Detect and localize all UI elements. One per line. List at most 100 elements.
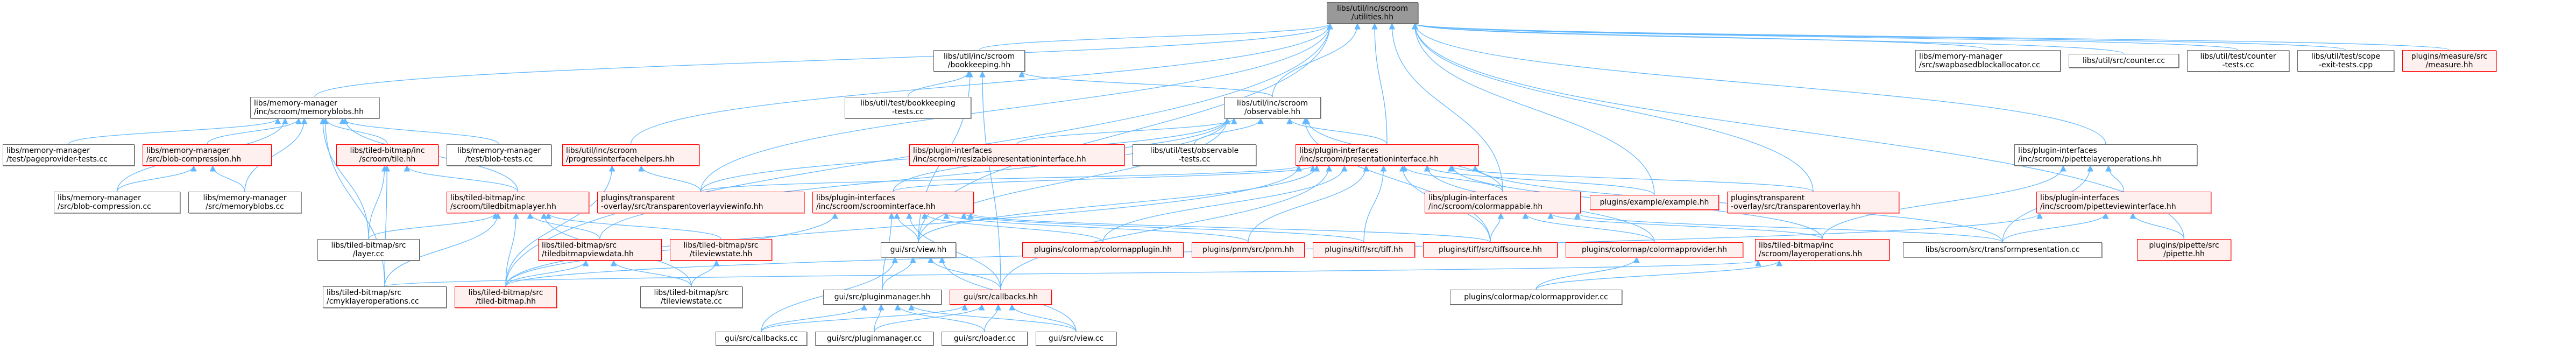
- node-blob-compression-hh[interactable]: libs/memory-manager/src/blob-compression…: [143, 144, 272, 166]
- edge-transformpresentation-to-pipetteviewinterface: [2002, 212, 2109, 243]
- edge-colormappable-to-utilities: [1389, 23, 1503, 192]
- node-pluginmanager-cc[interactable]: gui/src/pluginmanager.cc: [815, 332, 933, 346]
- edge-tbviewdata-to-tiledbitmaplayer: [527, 212, 600, 240]
- edge-tiff-to-scroominterface: [960, 212, 1364, 243]
- node-progresshelpers[interactable]: libs/util/inc/scroom/progressinterfacehe…: [562, 144, 699, 166]
- edge-colormappable-to-presentationinterface: [1401, 165, 1503, 192]
- edge-loader-cc-to-pluginmanager-hh: [894, 304, 985, 332]
- edge-view-hh-to-presentationinterface: [918, 165, 1320, 243]
- node-observable-tests[interactable]: libs/util/test/observable-tests.cc: [1133, 144, 1256, 166]
- edge-bookkeeping-to-utilities: [979, 23, 1333, 51]
- edge-observable-to-bookkeeping: [1018, 71, 1273, 97]
- edge-layeroperations-to-pipettelayerops: [1822, 165, 2067, 240]
- node-tiff[interactable]: plugins/tiff/src/tiff.hh: [1313, 242, 1415, 257]
- node-tile-hh[interactable]: libs/tiled-bitmap/inc/scroom/tile.hh: [336, 144, 438, 166]
- node-counter-tests[interactable]: libs/util/test/counter-tests.cc: [2187, 50, 2289, 72]
- node-bookkeeping[interactable]: libs/util/inc/scroom/bookkeeping.hh: [933, 50, 1025, 72]
- node-colormapprovider-hh[interactable]: plugins/colormap/colormapprovider.hh: [1566, 242, 1743, 257]
- node-view-cc[interactable]: gui/src/view.cc: [1036, 332, 1116, 346]
- edge-tiled-bitmap-hh-to-progresshelpers: [505, 165, 615, 287]
- node-pipette[interactable]: plugins/pipette/src/pipette.hh: [2137, 239, 2231, 261]
- edge-cmyklayerops-to-tiledbitmaplayer: [384, 212, 501, 287]
- edge-cmyklayerops-to-memoryblobs: [322, 117, 385, 287]
- node-layeroperations[interactable]: libs/tiled-bitmap/inc/scroom/layeroperat…: [1755, 239, 1889, 261]
- edge-cmyklayerops-to-tile-hh: [384, 165, 391, 287]
- node-scroominterface[interactable]: libs/plugin-interfaces/inc/scroom/scroom…: [812, 192, 974, 213]
- edge-colormapplugin-to-presentationinterface: [1102, 165, 1348, 243]
- node-utilities[interactable]: libs/util/inc/scroom/utilities.hh: [1327, 2, 1418, 24]
- edge-pluginmanager-hh-to-view-hh: [882, 256, 916, 290]
- edge-transparentoverlay-to-utilities: [1412, 23, 1814, 192]
- edge-tovviewinfo-to-utilities: [700, 23, 1333, 192]
- node-pluginmanager-hh[interactable]: gui/src/pluginmanager.hh: [823, 290, 942, 305]
- node-bookkeeping-tests[interactable]: libs/util/test/bookkeeping-tests.cc: [845, 97, 971, 118]
- node-pipetteviewinterface[interactable]: libs/plugin-interfaces/inc/scroom/pipett…: [2036, 192, 2211, 213]
- edge-tiffsource-to-scroominterface: [967, 212, 1491, 243]
- node-view-hh[interactable]: gui/src/view.hh: [881, 242, 956, 257]
- node-tiledbitmaplayer[interactable]: libs/tiled-bitmap/inc/scroom/tiledbitmap…: [447, 192, 589, 213]
- node-callbacks-cc[interactable]: gui/src/callbacks.cc: [716, 332, 807, 346]
- node-colormapplugin[interactable]: plugins/colormap/colormapplugin.hh: [1022, 242, 1184, 257]
- edge-cmyklayerops-to-layeroperations: [384, 259, 1761, 287]
- node-tiffsource[interactable]: plugins/tiff/src/tiffsource.hh: [1423, 242, 1558, 257]
- node-blob-tests[interactable]: libs/memory-manager/test/blob-tests.cc: [447, 144, 551, 166]
- node-transparentoverlay[interactable]: plugins/transparent-overlay/src/transpar…: [1727, 192, 1899, 213]
- edge-presentationinterface-to-utilities: [1371, 23, 1388, 145]
- edge-counter-tests-to-utilities: [1412, 23, 2239, 51]
- edge-colormapplugin-to-scroominterface: [921, 212, 1103, 243]
- edge-tovviewinfo-to-progresshelpers: [638, 165, 702, 192]
- edge-transparentoverlay-to-presentationinterface: [1448, 165, 1814, 192]
- node-callbacks-hh[interactable]: gui/src/callbacks.hh: [950, 290, 1052, 305]
- node-memoryblobs[interactable]: libs/memory-manager/inc/scroom/memoryblo…: [250, 97, 379, 118]
- node-pipettelayerops[interactable]: libs/plugin-interfaces/inc/scroom/pipett…: [2014, 144, 2197, 166]
- edge-tileviewstate-cc-to-tileviewstate-hh: [691, 259, 720, 287]
- node-colormapprovider-cc[interactable]: plugins/colormap/colormapprovider.cc: [1450, 290, 1622, 305]
- node-memoryblobs-cc[interactable]: libs/memory-manager/src/memoryblobs.cc: [188, 192, 301, 213]
- node-pnm[interactable]: plugins/pnm/src/pnm.hh: [1192, 242, 1305, 257]
- node-tbviewdata[interactable]: libs/tiled-bitmap/src/tiledbitmapviewdat…: [538, 239, 662, 261]
- node-loader-cc[interactable]: gui/src/loader.cc: [942, 332, 1028, 346]
- edge-pipetteviewinterface-to-pipettelayerops: [2105, 165, 2125, 192]
- edge-layer-cc-to-tile-hh: [368, 165, 388, 240]
- node-blob-compression-cc[interactable]: libs/memory-manager/src/blob-compression…: [54, 192, 180, 213]
- node-colormappable[interactable]: libs/plugin-interfaces/inc/scroom/colorm…: [1425, 192, 1581, 213]
- edge-tileviewstate-hh-to-tiledbitmaplayer: [545, 212, 721, 240]
- edge-view-cc-to-callbacks-hh: [1009, 304, 1077, 332]
- edge-colormapprovider-cc-to-colormapprovider-hh: [1535, 256, 1640, 290]
- node-pageprovider-tests[interactable]: libs/memory-manager/test/pageprovider-te…: [3, 144, 135, 166]
- edge-loader-cc-to-callbacks-hh: [984, 304, 1002, 332]
- edge-observable-tests-to-observable: [1194, 117, 1264, 145]
- node-tileviewstate-cc[interactable]: libs/tiled-bitmap/src/tileviewstate.cc: [640, 286, 742, 308]
- node-scope-exit[interactable]: libs/util/test/scope-exit-tests.cpp: [2297, 50, 2394, 72]
- edge-callbacks-cc-to-pluginmanager-hh: [761, 304, 868, 332]
- edge-view-hh-to-observable: [918, 117, 1230, 243]
- node-observable[interactable]: libs/util/inc/scroom/observable.hh: [1224, 97, 1321, 118]
- edge-pluginmanager-cc-to-pluginmanager-hh: [874, 304, 884, 332]
- edge-pageprovider-tests-to-memoryblobs: [68, 117, 281, 145]
- node-resizable[interactable]: libs/plugin-interfaces/inc/scroom/resiza…: [909, 144, 1124, 166]
- edge-blob-compression-hh-to-memoryblobs: [207, 117, 302, 145]
- node-tovviewinfo[interactable]: plugins/transparent-overlay/src/transpar…: [597, 192, 804, 213]
- edge-tile-hh-to-memoryblobs: [322, 117, 388, 145]
- node-cmyklayerops[interactable]: libs/tiled-bitmap/src/cmyklayeroperation…: [323, 286, 447, 308]
- edge-blob-tests-to-memoryblobs: [339, 117, 500, 145]
- edge-layeroperations-to-colormappable: [1547, 212, 1823, 240]
- node-layer-cc[interactable]: libs/tiled-bitmap/src/layer.cc: [317, 239, 420, 261]
- edge-resizable-to-observable: [1016, 117, 1237, 145]
- node-example[interactable]: plugins/example/example.hh: [1590, 195, 1719, 210]
- node-swapbased[interactable]: libs/memory-manager/src/swapbasedblockal…: [1915, 50, 2061, 72]
- node-tileviewstate-hh[interactable]: libs/tiled-bitmap/src/tileviewstate.hh: [670, 239, 772, 261]
- edge-tileviewstate-cc-to-tbviewdata: [610, 259, 692, 287]
- edge-colormapprovider-hh-to-colormappable: [1522, 212, 1655, 243]
- node-counter[interactable]: libs/util/src/counter.cc: [2069, 54, 2179, 68]
- node-measure[interactable]: plugins/measure/src/measure.hh: [2402, 50, 2496, 72]
- edge-presentationinterface-to-observable: [1286, 117, 1388, 145]
- edge-tiled-bitmap-hh-to-tbviewdata: [505, 259, 589, 287]
- edge-layer-cc-to-tiledbitmaplayer: [368, 212, 499, 240]
- node-presentationinterface[interactable]: libs/plugin-interfaces/inc/scroom/presen…: [1296, 144, 1478, 166]
- node-transformpresentation[interactable]: libs/scroom/src/transformpresentation.cc: [1903, 242, 2102, 257]
- edge-callbacks-hh-to-view-hh: [928, 256, 1001, 290]
- edge-tiff-to-presentationinterface: [1363, 165, 1387, 243]
- edge-memoryblobs-cc-to-memoryblobs: [244, 117, 308, 192]
- node-tiled-bitmap-hh[interactable]: libs/tiled-bitmap/src/tiled-bitmap.hh: [455, 286, 557, 308]
